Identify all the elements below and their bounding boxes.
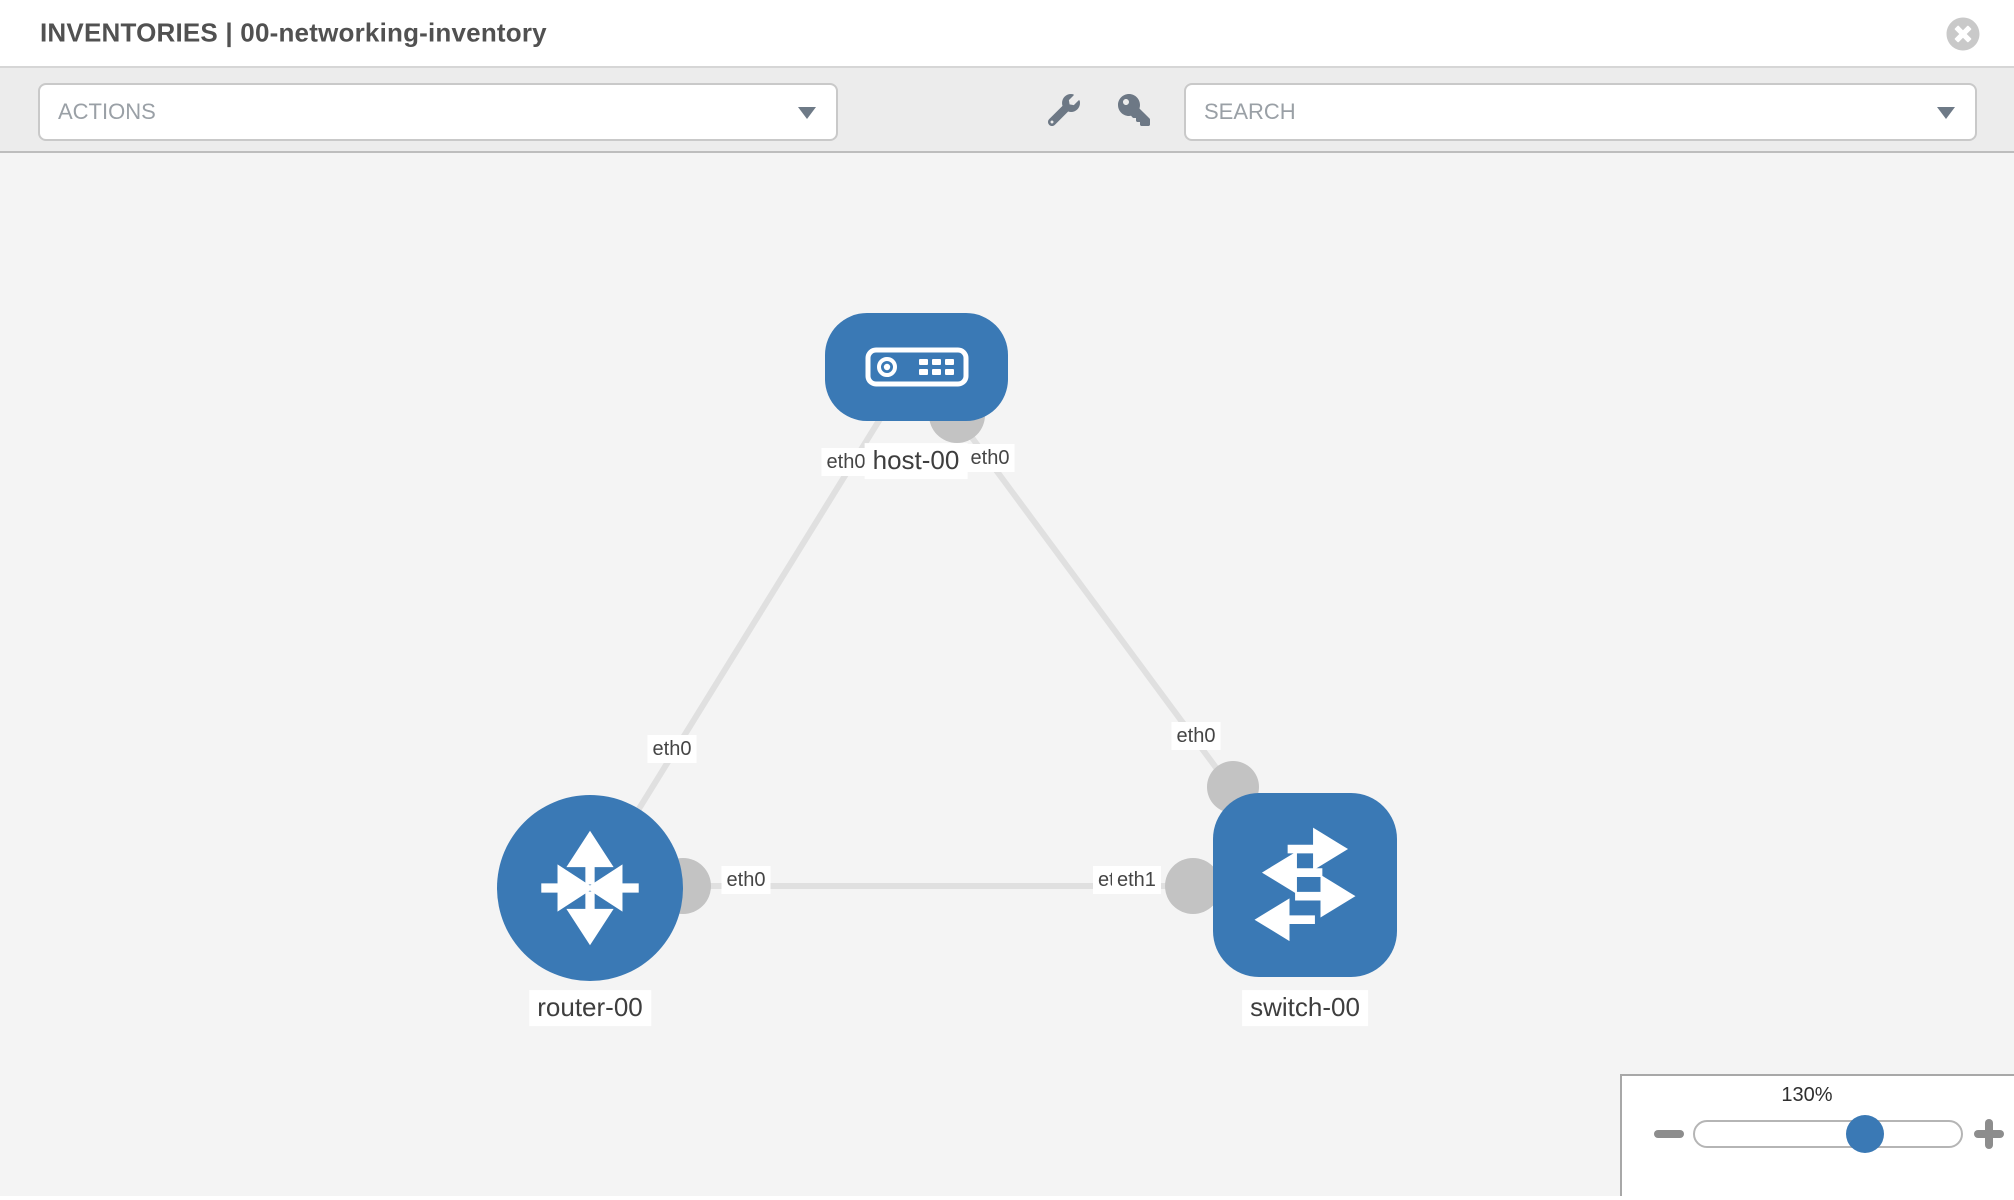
topology-edges (587, 387, 1308, 914)
zoom-out-minus-icon[interactable] (1654, 1130, 1684, 1138)
credentials-button[interactable] (1112, 88, 1156, 132)
times-circle-icon (1946, 17, 1980, 51)
interface-label: eth0 (721, 866, 771, 894)
node-label-switch-00: switch-00 (1242, 990, 1368, 1026)
node-host-00[interactable] (825, 313, 1008, 421)
interface-label: eth0 (647, 735, 697, 763)
wrench-icon (1048, 94, 1080, 126)
zoom-level-value: 130% (1781, 1084, 1833, 1106)
switch-icon (1254, 827, 1356, 942)
zoom-slider-track[interactable] (1693, 1120, 1963, 1148)
zoom-slider-thumb[interactable] (1846, 1115, 1884, 1153)
chevron-down-icon (1937, 107, 1955, 119)
node-router-00[interactable] (497, 795, 683, 981)
node-label-host-00: host-00 (864, 443, 968, 479)
actions-dropdown-label: ACTIONS (58, 99, 156, 124)
page-title: INVENTORIES | 00-networking-inventory (40, 17, 547, 48)
router-icon (541, 830, 639, 946)
zoom-in-plus-icon[interactable] (1974, 1119, 2004, 1149)
interface-label: eth0 (821, 448, 871, 476)
search-dropdown-label: SEARCH (1204, 99, 1296, 124)
close-button[interactable] (1946, 17, 1980, 51)
interface-dot-switch-left (1165, 858, 1221, 914)
zoom-control-panel: 130% (1620, 1074, 2014, 1196)
search-dropdown[interactable]: SEARCH (1184, 83, 1977, 141)
actions-dropdown[interactable]: ACTIONS (38, 83, 838, 141)
toolbar: ACTIONS SEARCH (0, 68, 2014, 153)
interface-label: eth1 (1112, 866, 1161, 894)
header-bar: INVENTORIES | 00-networking-inventory (0, 0, 2014, 68)
node-switch-00[interactable] (1213, 793, 1397, 977)
tools-button[interactable] (1042, 88, 1086, 132)
node-label-router-00: router-00 (529, 990, 651, 1026)
interface-label: eth0 (1171, 722, 1221, 750)
topology-canvas[interactable]: eth0 eth0 eth0 eth0 eth0 eth0 eth1 host-… (0, 153, 2014, 1196)
key-icon (1118, 94, 1150, 126)
host-device-icon (865, 347, 968, 387)
chevron-down-icon (798, 107, 816, 119)
interface-label: eth0 (965, 444, 1015, 472)
